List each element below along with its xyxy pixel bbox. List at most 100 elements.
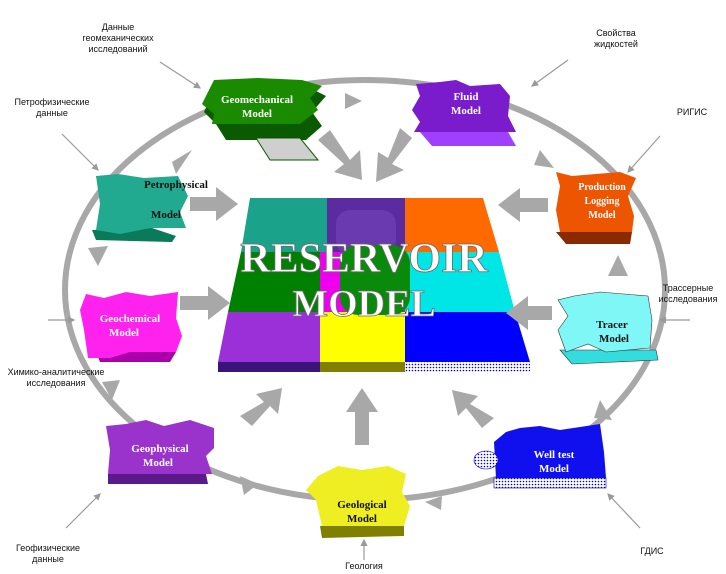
geophysical-label-line1: Geophysical xyxy=(131,443,188,455)
center-puzzle-tile xyxy=(241,198,327,252)
inward-arrow xyxy=(506,296,552,330)
input-arrow xyxy=(65,493,101,529)
puzzle-piece-shape xyxy=(80,292,182,358)
puzzle-knob xyxy=(336,210,396,255)
geomechanical-label-line2: Model xyxy=(242,108,272,120)
fluid-label-line1: Fluid xyxy=(453,91,478,103)
well-test-label-line2: Model xyxy=(539,463,569,475)
geological-label-line1: Geological xyxy=(337,499,387,511)
input-label-line: РИГИС xyxy=(676,107,708,117)
input-arrow xyxy=(159,61,202,89)
inward-arrow xyxy=(240,388,282,426)
ring-arrow xyxy=(88,246,108,266)
inward-arrow xyxy=(346,388,378,445)
input-label-fluid-props: Свойства жидкостей xyxy=(566,28,666,50)
tracer-label-line1: Tracer xyxy=(596,319,628,331)
tracer-label-line2: Model xyxy=(599,333,629,345)
input-label-petro-data: Петрофизические данные xyxy=(0,97,104,119)
input-label-chem-studies: Химико-аналитические исследования xyxy=(0,367,112,389)
puzzle-piece-shape xyxy=(306,466,410,526)
center-puzzle-tile xyxy=(405,198,499,252)
input-label-line: исследований xyxy=(88,44,148,54)
inward-arrow xyxy=(190,187,238,221)
input-label-gdis: ГДИС xyxy=(632,546,672,557)
production-logging-label-line1: Production xyxy=(578,182,626,193)
input-label-line: геомеханических xyxy=(82,33,154,43)
ring-arrow xyxy=(172,150,192,174)
petrophysical-label-line2: Model xyxy=(151,209,181,221)
input-arrow xyxy=(627,135,661,173)
input-label-tracer-studies: Трассерные исследования xyxy=(650,283,726,305)
geomechanical-model-piece: Geomechanical Model xyxy=(202,78,326,161)
ring-arrow xyxy=(102,380,120,400)
center-reservoir-board: RESERVOIR MODEL xyxy=(218,198,530,372)
input-arrow xyxy=(607,493,641,529)
input-label-line: Данные xyxy=(101,22,135,32)
puzzle-piece-shape xyxy=(556,172,636,232)
input-arrow xyxy=(61,133,99,171)
input-label-line: данные xyxy=(32,554,64,564)
production-logging-label-line2: Logging xyxy=(584,196,619,207)
inward-arrow xyxy=(498,188,548,222)
petrophysical-label-line1: Petrophysical xyxy=(144,179,208,191)
center-title-line2: MODEL xyxy=(292,283,436,325)
input-label-line: Свойства xyxy=(596,28,636,38)
inward-arrows xyxy=(180,128,552,445)
center-puzzle-tile xyxy=(405,252,515,312)
center-title-line1: RESERVOIR xyxy=(240,236,488,282)
input-label-rigis: РИГИС xyxy=(670,107,714,118)
puzzle-piece-shape xyxy=(202,78,322,124)
input-label-line: данные xyxy=(36,108,68,118)
geophysical-label-line2: Model xyxy=(143,457,173,469)
fluid-label-line2: Model xyxy=(451,105,481,117)
inward-arrow xyxy=(180,286,230,320)
center-puzzle-tile xyxy=(218,312,320,362)
input-label-line: Химико-аналитические xyxy=(7,367,105,377)
input-label-line: Геология xyxy=(345,561,383,571)
ring-arrow xyxy=(345,93,362,109)
geological-label-line2: Model xyxy=(347,513,377,525)
puzzle-piece-shape xyxy=(106,420,214,474)
input-label-line: ГДИС xyxy=(640,546,664,556)
fluid-model-piece: Fluid Model xyxy=(412,80,516,146)
puzzle-piece-shape xyxy=(412,80,516,132)
geochemical-label-line2: Model xyxy=(109,327,139,339)
center-puzzle-tile xyxy=(228,252,320,312)
input-label-geology: Геология xyxy=(326,561,402,572)
tracer-model-piece: Tracer Model xyxy=(557,291,659,365)
geochemical-label-line1: Geochemical xyxy=(100,313,160,325)
input-arrow xyxy=(531,59,569,87)
geological-model-piece: Geological Model xyxy=(306,466,410,538)
inward-arrow xyxy=(452,390,494,428)
geochemical-model-piece: Geochemical Model xyxy=(80,292,182,362)
puzzle-piece-shape xyxy=(96,174,188,234)
ring-arrow xyxy=(425,496,442,510)
input-label-line: Геофизические xyxy=(15,543,81,553)
puzzle-piece-shape xyxy=(557,291,653,353)
production-logging-model-piece: Production Logging Model xyxy=(556,172,636,244)
center-puzzle-tile xyxy=(320,312,405,362)
puzzle-knob xyxy=(340,245,410,315)
petrophysical-model-piece: Petrophysical Model xyxy=(92,174,208,242)
input-label-line: исследования xyxy=(658,294,718,304)
input-label-geophys-data: Геофизические данные xyxy=(0,543,96,565)
input-label-line: жидкостей xyxy=(594,39,638,49)
inward-arrow xyxy=(376,128,412,182)
input-label-geomech-data: Данные геомеханических исследований xyxy=(58,22,178,55)
well-test-label-line1: Well test xyxy=(534,449,575,461)
ring-arrow xyxy=(240,476,258,495)
ring-arrow xyxy=(594,400,612,420)
geomechanical-label-line1: Geomechanical xyxy=(221,94,293,106)
production-logging-label-line3: Model xyxy=(588,210,615,221)
puzzle-piece-shape xyxy=(494,424,606,478)
input-arrows xyxy=(48,59,690,560)
geophysical-model-piece: Geophysical Model xyxy=(106,420,214,484)
ring-arrow xyxy=(534,150,554,168)
input-label-line: Трассерные xyxy=(662,283,714,293)
input-label-line: исследования xyxy=(26,378,86,388)
well-test-model-piece: Well test Model xyxy=(473,424,607,489)
inward-arrow xyxy=(318,130,362,180)
ring-arrow xyxy=(608,255,628,276)
